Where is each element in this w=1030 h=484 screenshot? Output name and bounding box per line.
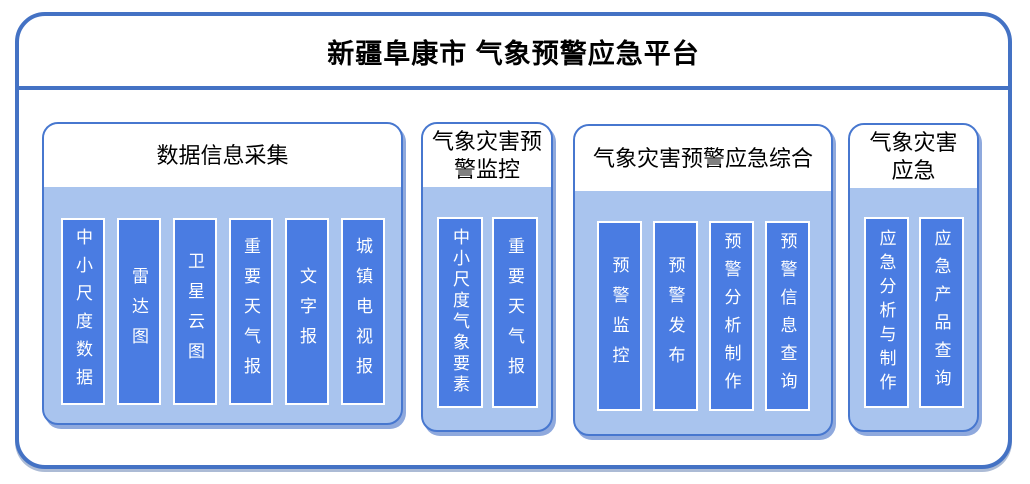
module-label: 重要天气报 [505, 237, 524, 387]
section-body: 预警监控 预警发布 预警分析制作 预警信息查询 [575, 191, 831, 434]
module-bar: 预警信息查询 [764, 221, 810, 411]
module-label: 预警发布 [665, 256, 685, 376]
section-body: 中小尺度数据 雷达图 卫星云图 重要天气报 文字报 城镇电视报 [44, 187, 401, 423]
module-label: 文字报 [297, 266, 316, 357]
module-bar: 预警监控 [596, 221, 642, 411]
module-label: 城镇电视报 [353, 236, 372, 387]
section-header: 气象灾害 应急 [850, 125, 977, 188]
module-bar: 应急产品查询 [918, 217, 964, 408]
module-bar: 文字报 [284, 218, 329, 405]
sections-area: 数据信息采集 中小尺度数据 雷达图 卫星云图 重要天气报 文字报 城镇电视报 气象灾害预 … [19, 16, 1008, 465]
module-bar: 雷达图 [116, 218, 161, 405]
module-label: 雷达图 [129, 266, 148, 357]
section-header: 气象灾害预 警监控 [423, 124, 551, 187]
module-label: 中小尺度气象要素 [450, 228, 469, 396]
module-label: 预警监控 [609, 256, 629, 376]
section-panel-2: 气象灾害预 警监控 中小尺度气象要素 重要天气报 [421, 122, 553, 432]
module-label: 重要天气报 [241, 236, 260, 387]
section-body: 应急分析与制作 应急产品查询 [850, 188, 977, 430]
module-bar: 卫星云图 [172, 218, 217, 405]
module-label: 预警分析制作 [721, 232, 741, 400]
title-bar: 新疆阜康市 气象预警应急平台 [19, 16, 1008, 86]
section-panel-3: 气象灾害预警应急综合 预警监控 预警发布 预警分析制作 预警信息查询 [573, 124, 833, 436]
title-divider [19, 86, 1008, 90]
module-bar: 预警分析制作 [708, 221, 754, 411]
section-header: 数据信息采集 [44, 124, 401, 187]
module-label: 应急产品查询 [931, 228, 951, 397]
module-label: 卫星云图 [185, 251, 204, 372]
module-bar: 应急分析与制作 [863, 217, 909, 408]
platform-title: 新疆阜康市 气象预警应急平台 [327, 38, 700, 69]
module-label: 预警信息查询 [777, 232, 797, 400]
module-bar: 重要天气报 [491, 216, 538, 408]
section-header: 气象灾害预警应急综合 [575, 126, 831, 191]
module-label: 中小尺度数据 [73, 227, 92, 396]
module-bar: 中小尺度数据 [60, 218, 105, 405]
section-panel-4: 气象灾害 应急 应急分析与制作 应急产品查询 [848, 123, 979, 432]
module-bar: 重要天气报 [228, 218, 273, 405]
section-body: 中小尺度气象要素 重要天气报 [423, 187, 551, 430]
module-bar: 中小尺度气象要素 [436, 216, 483, 408]
module-label: 应急分析与制作 [876, 228, 896, 397]
section-panel-1: 数据信息采集 中小尺度数据 雷达图 卫星云图 重要天气报 文字报 城镇电视报 [42, 122, 403, 425]
module-bar: 预警发布 [652, 221, 698, 411]
module-bar: 城镇电视报 [340, 218, 385, 405]
platform-frame: 新疆阜康市 气象预警应急平台 数据信息采集 中小尺度数据 雷达图 卫星云图 重要天气报… [15, 12, 1012, 469]
